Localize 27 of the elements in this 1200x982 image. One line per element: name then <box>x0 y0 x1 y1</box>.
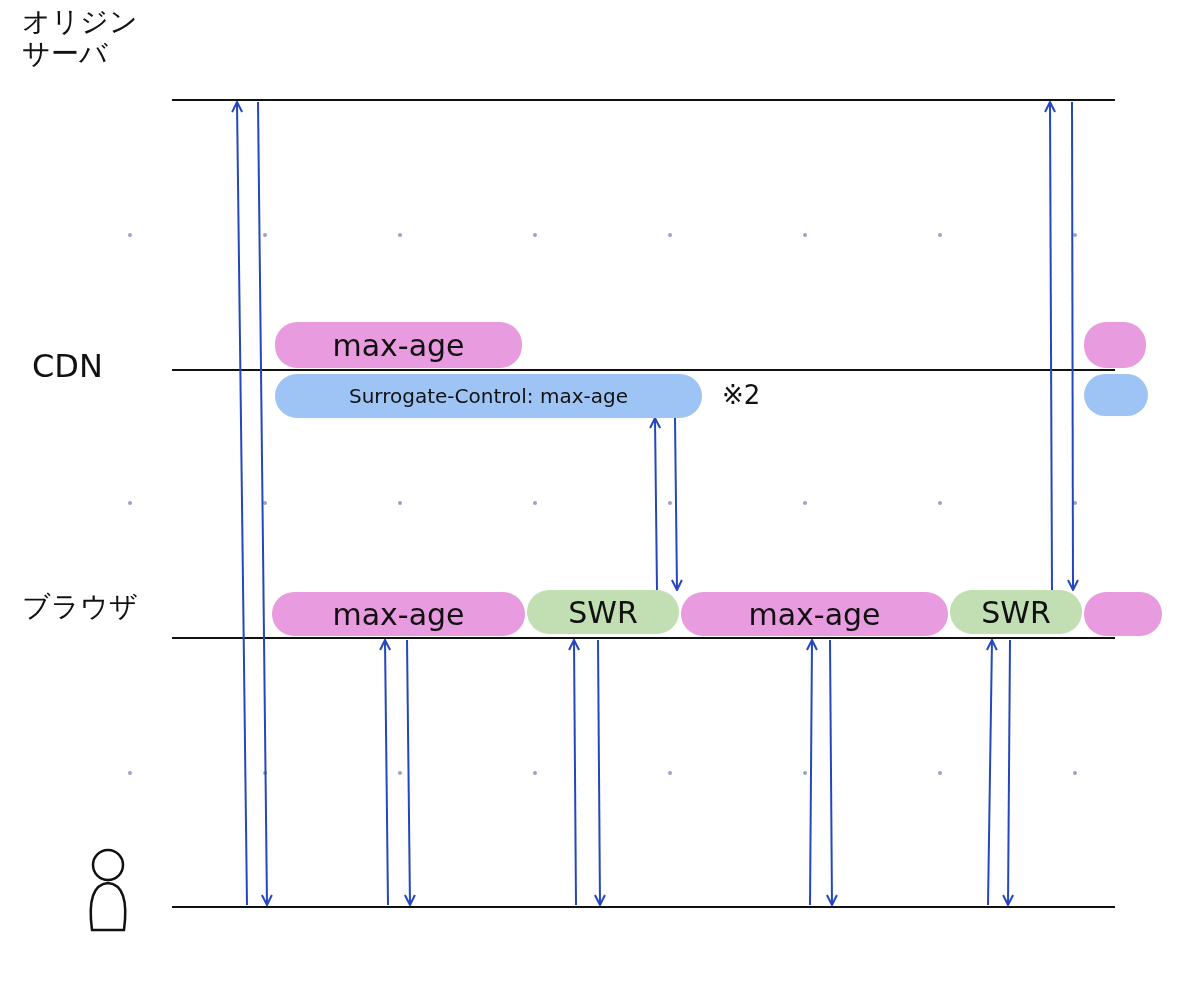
cache-period-bar: Surrogate-Control: max-age <box>275 374 702 418</box>
cache-period-bar <box>1084 374 1148 416</box>
arrow <box>649 417 662 591</box>
cache-period-bar: max-age <box>275 322 522 368</box>
footnote-mark: ※2 <box>722 380 761 410</box>
arrow <box>257 101 273 906</box>
arrow <box>568 639 581 906</box>
cache-period-bar: SWR <box>527 590 679 634</box>
arrow <box>1002 639 1015 906</box>
cache-period-bar <box>1084 592 1162 636</box>
cache-period-bar: SWR <box>950 590 1082 634</box>
arrow <box>379 639 392 906</box>
cache-period-bar <box>1084 322 1146 368</box>
arrow <box>403 639 416 906</box>
arrow <box>1067 101 1079 591</box>
arrow <box>670 417 683 591</box>
arrow <box>985 639 998 906</box>
arrow <box>593 639 606 906</box>
arrow <box>825 639 838 906</box>
lifeline-label: ブラウザ <box>22 591 138 624</box>
arrow <box>1044 101 1057 591</box>
cache-period-bar: max-age <box>272 592 525 636</box>
lifeline-label: オリジンサーバ <box>22 6 139 71</box>
lifeline-label: CDN <box>32 348 103 385</box>
arrow <box>231 101 248 906</box>
cache-period-bar: max-age <box>681 592 948 636</box>
arrow <box>805 639 818 906</box>
